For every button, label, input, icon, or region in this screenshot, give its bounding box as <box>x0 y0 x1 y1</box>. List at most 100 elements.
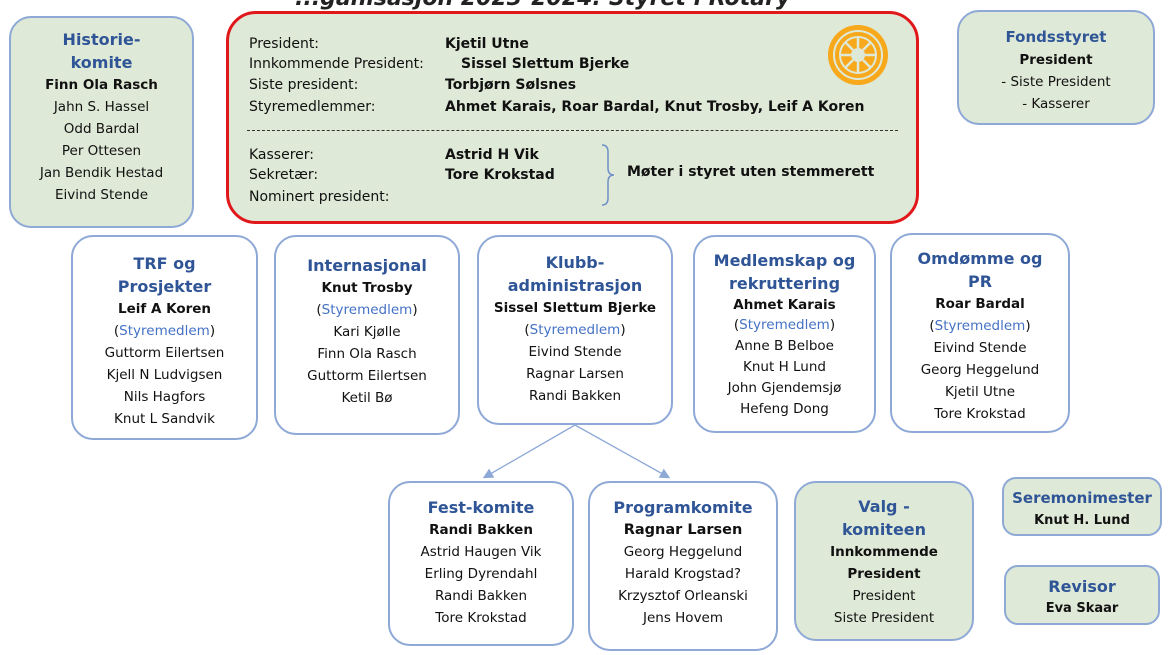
omdomme-title-2: PR <box>967 272 993 291</box>
internasjonal-title: Internasjonal <box>307 256 427 275</box>
member-name: - Kasserer <box>1022 96 1090 112</box>
board-label: Styremedlemmer: <box>249 99 376 115</box>
member-name: Eivind Stende <box>54 187 149 203</box>
historiekomite-box: Historie- komite Finn Ola Rasch Jahn S. … <box>9 16 194 228</box>
klubb-title-1: Klubb- <box>545 253 605 272</box>
arrow-to-program <box>574 424 671 479</box>
member-name: Odd Bardal <box>63 121 140 137</box>
styremedlem-tag: (Styremedlem) <box>929 318 1031 334</box>
member-name: President <box>852 588 916 604</box>
historie-title-2: komite <box>70 53 133 72</box>
valg-lead-1: Innkommende <box>830 544 938 560</box>
trf-title-1: TRF og <box>133 254 196 273</box>
member-name: Randi Bakken <box>528 388 622 404</box>
member-name: Kjell N Ludvigsen <box>106 367 223 383</box>
klubb-title-2: administrasjon <box>507 276 643 295</box>
board-value: Astrid H Vik <box>445 147 539 163</box>
programkomite-box: Programkomite Ragnar Larsen Georg Heggel… <box>588 481 778 651</box>
member-name: Georg Heggelund <box>623 544 743 560</box>
medlemskap-box: Medlemskap og rekruttering Ahmet Karais … <box>693 235 876 433</box>
klubb-administrasjon-box: Klubb- administrasjon Sissel Slettum Bje… <box>477 235 673 425</box>
board-label: Innkommende President: <box>249 56 424 72</box>
member-name: Knut H Lund <box>743 359 826 375</box>
internasjonal-box: Internasjonal Knut Trosby (Styremedlem) … <box>274 235 460 435</box>
revisor-lead: Eva Skaar <box>1045 601 1119 616</box>
member-name: Tore Krokstad <box>435 610 527 626</box>
page-header-cut: ...ganisasjon 2023-2024: Styret i Rotary <box>295 0 855 11</box>
rotary-wheel-icon <box>828 25 888 85</box>
board-box: President: Kjetil Utne Innkommende Presi… <box>226 11 919 224</box>
fondsstyret-lead: President <box>1019 52 1093 68</box>
board-note: Møter i styret uten stemmerett <box>627 164 875 180</box>
board-label: Sekretær: <box>249 167 319 183</box>
member-name: - Siste President <box>1001 74 1111 90</box>
revisor-box: Revisor Eva Skaar <box>1004 565 1160 625</box>
internasjonal-lead: Knut Trosby <box>321 280 413 296</box>
member-name: Tore Krokstad <box>934 406 1026 422</box>
trf-title-2: Prosjekter <box>117 277 212 296</box>
valg-title-1: Valg - <box>858 497 910 516</box>
board-label: Nominert president: <box>249 189 390 205</box>
member-name: Anne B Belboe <box>735 338 834 354</box>
member-name: Erling Dyrendahl <box>424 566 538 582</box>
member-name: Harald Krogstad? <box>624 566 742 582</box>
member-name: Krzysztof Orleanski <box>618 588 748 604</box>
board-value: Kjetil Utne <box>445 36 529 52</box>
member-name: Jahn S. Hassel <box>53 99 150 115</box>
member-name: Jens Hovem <box>642 610 724 626</box>
trf-lead: Leif A Koren <box>117 301 212 317</box>
member-name: Knut L Sandvik <box>114 411 215 427</box>
styremedlem-tag: (Styremedlem) <box>113 323 216 339</box>
member-name: Georg Heggelund <box>920 362 1040 378</box>
board-value: Ahmet Karais, Roar Bardal, Knut Trosby, … <box>445 99 865 115</box>
member-name: Kari Kjølle <box>333 324 401 340</box>
program-title: Programkomite <box>613 498 753 517</box>
member-name: Jan Bendik Hestad <box>39 165 164 181</box>
fest-komite-box: Fest-komite Randi Bakken Astrid Haugen V… <box>388 481 574 646</box>
member-name: Nils Hagfors <box>123 389 206 405</box>
member-name: Astrid Haugen Vik <box>420 544 542 560</box>
arrow-to-fest <box>482 424 576 479</box>
styremedlem-tag: (Styremedlem) <box>316 302 418 318</box>
board-value: Tore Krokstad <box>445 167 555 183</box>
klubb-lead: Sissel Slettum Bjerke <box>493 300 657 316</box>
member-name: Hefeng Dong <box>740 401 829 417</box>
styremedlem-tag: (Styremedlem) <box>524 322 626 338</box>
fest-title: Fest-komite <box>427 498 535 517</box>
member-name: Kjetil Utne <box>944 384 1016 400</box>
board-value: Sissel Slettum Bjerke <box>461 56 630 72</box>
member-name: Finn Ola Rasch <box>317 346 417 362</box>
historie-lead: Finn Ola Rasch <box>45 77 158 93</box>
styremedlem-tag: (Styremedlem) <box>733 317 836 333</box>
seremonimester-box: Seremonimester Knut H. Lund <box>1002 477 1162 536</box>
board-value: Torbjørn Sølsnes <box>445 77 577 93</box>
valg-title-2: komiteen <box>841 520 927 539</box>
member-name: Eivind Stende <box>933 340 1027 356</box>
medlemskap-lead: Ahmet Karais <box>733 297 836 313</box>
program-lead: Ragnar Larsen <box>623 522 743 538</box>
member-name: Guttorm Eilertsen <box>307 368 427 384</box>
valg-lead-2: President <box>847 566 921 582</box>
curly-brace-icon <box>601 144 615 206</box>
seremoni-title: Seremonimester <box>1012 489 1152 507</box>
member-name: Siste President <box>833 610 935 626</box>
medlemskap-title-1: Medlemskap og <box>713 251 856 270</box>
member-name: Ketil Bø <box>341 390 393 406</box>
valgkomiteen-box: Valg - komiteen Innkommende President Pr… <box>794 481 974 641</box>
board-divider <box>247 130 898 131</box>
member-name: Randi Bakken <box>434 588 528 604</box>
board-label: Siste president: <box>249 77 359 93</box>
member-name: Per Ottesen <box>61 143 142 159</box>
seremoni-lead: Knut H. Lund <box>1034 513 1130 528</box>
fondsstyret-box: Fondsstyret President - Siste President … <box>957 10 1155 125</box>
trf-prosjekter-box: TRF og Prosjekter Leif A Koren (Styremed… <box>71 235 258 440</box>
medlemskap-title-2: rekruttering <box>728 274 841 293</box>
omdomme-pr-box: Omdømme og PR Roar Bardal (Styremedlem) … <box>890 233 1070 433</box>
fest-lead: Randi Bakken <box>429 522 533 538</box>
member-name: Guttorm Eilertsen <box>104 345 225 361</box>
historie-title-1: Historie- <box>62 30 141 49</box>
revisor-title: Revisor <box>1048 577 1116 596</box>
member-name: Eivind Stende <box>528 344 622 360</box>
board-label: Kasserer: <box>249 147 315 163</box>
member-name: Ragnar Larsen <box>526 366 624 382</box>
